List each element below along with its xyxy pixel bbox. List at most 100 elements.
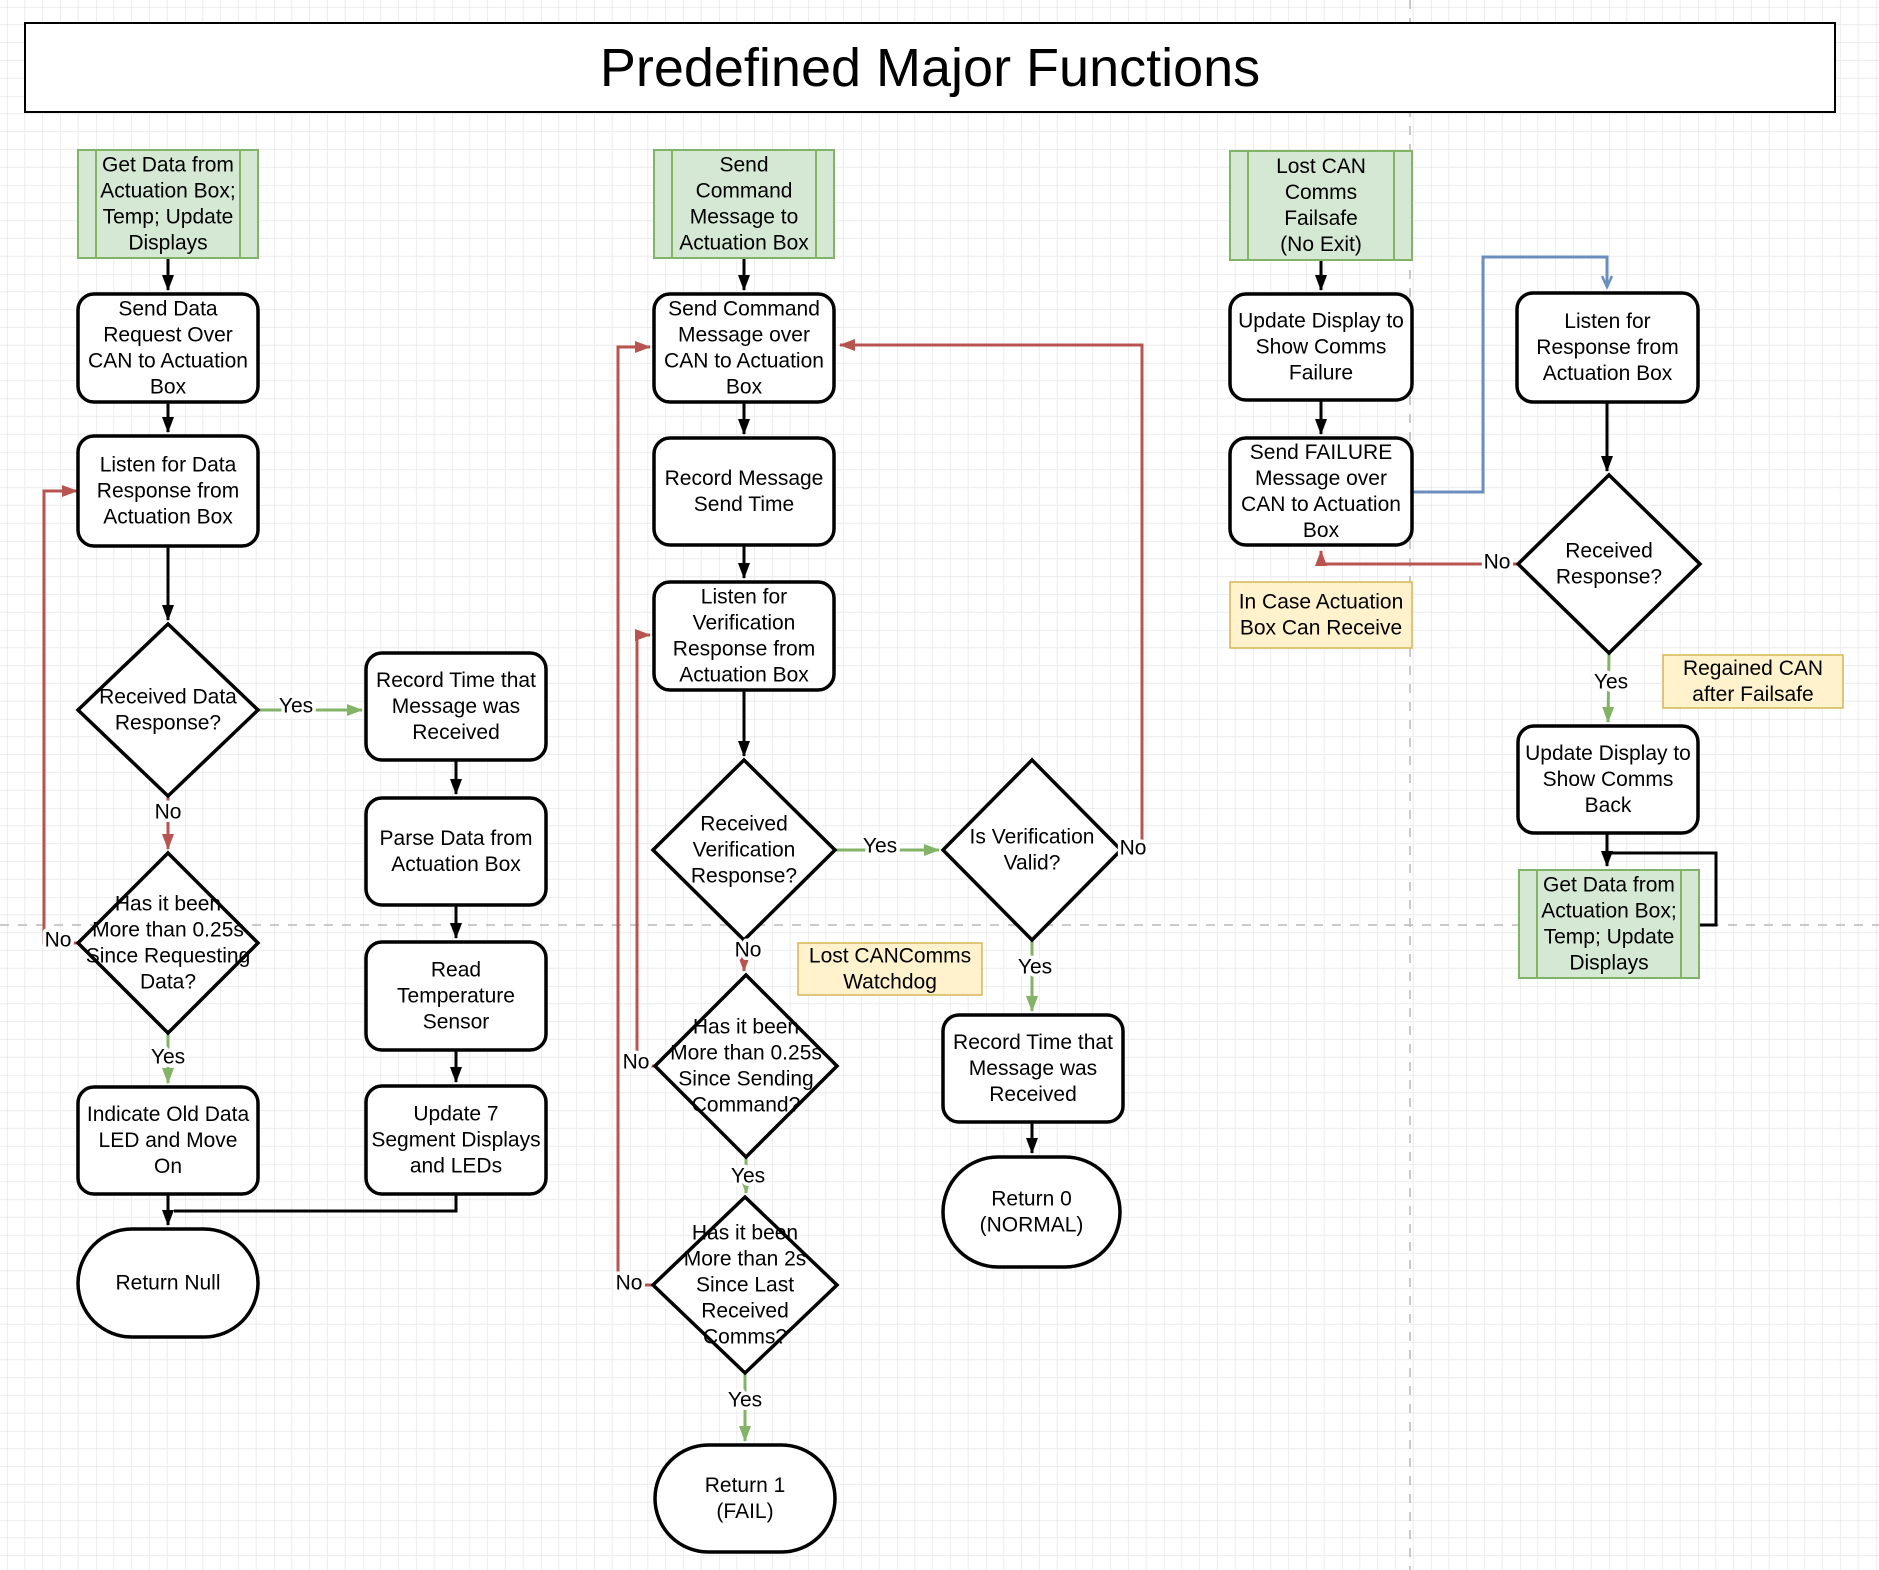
get-data-subroutine-2-shape: [1518, 869, 1700, 979]
diagram-title: Predefined Major Functions: [599, 37, 1261, 98]
is-verification-valid-decision-shape: [940, 757, 1124, 943]
send-data-request-process-shape: [76, 292, 260, 404]
record-time-received-2-process-shape: [941, 1013, 1125, 1124]
e-sendfailure-to-listenresp-line: [1412, 255, 1607, 494]
lost-cancomms-watchdog-note-shape: [797, 942, 983, 996]
e-025s-requesting-no-loop-line: [42, 485, 78, 945]
e-verifvalid-no-loop-label: No: [1120, 837, 1147, 860]
e-receivedverif-yes-label: Yes: [863, 835, 897, 858]
e-receivedverif-no-label: No: [735, 939, 762, 962]
e-receivedresp-yes-line: [1602, 652, 1615, 723]
send-failure-message-process-shape: [1228, 436, 1414, 547]
e-verifvalid-no-loop: [839, 339, 1144, 852]
record-time-received-process-shape: [364, 651, 548, 762]
e-verifvalid-no-loop-line: [839, 339, 1144, 852]
listen-response-process-shape: [1515, 291, 1700, 404]
more-than-2s-decision-shape: [650, 1194, 840, 1376]
lost-can-failsafe-subroutine-shape: [1229, 150, 1413, 261]
e-025s-sending-no-loop-label: No: [623, 1051, 650, 1074]
e-receivedresp-no-label: No: [1484, 551, 1511, 574]
record-send-time-process-shape: [652, 436, 836, 547]
e-update7seg-merge: [174, 1194, 458, 1213]
indicate-old-data-process-shape: [76, 1085, 260, 1196]
e-025s-sending-no-loop-line: [635, 629, 655, 1068]
return-1-fail-terminator-label: Return 1(FAIL): [705, 1474, 786, 1523]
e-2s-no-loop-line: [616, 341, 653, 1287]
more-than-025s-sending-decision-shape: [652, 972, 840, 1160]
update-display-back-process-shape: [1516, 724, 1700, 835]
e-025s-sending-no-loop: [635, 629, 655, 1068]
e-receivedresp-yes: [1602, 652, 1615, 723]
e-025s-sending-yes-label: Yes: [731, 1165, 765, 1188]
e-receiveddata-yes-label: Yes: [279, 695, 313, 718]
diagram-title-box: Predefined Major Functions: [24, 22, 1836, 113]
e-receivedresp-no-line: [1315, 550, 1518, 566]
listen-data-response-process-shape: [76, 434, 260, 548]
return-0-normal-terminator-shape: [941, 1155, 1122, 1269]
e-2s-no-loop-label: No: [616, 1272, 643, 1295]
regained-can-note-shape: [1662, 654, 1844, 709]
e-025s-requesting-no-loop-label: No: [45, 929, 72, 952]
e-receivedresp-no: [1315, 550, 1518, 566]
get-data-subroutine-shape: [77, 149, 259, 259]
return-null-terminator-label: Return Null: [115, 1272, 220, 1295]
e-025s-requesting-no-loop: [42, 485, 78, 945]
e-update7seg-merge-line: [174, 1194, 458, 1213]
read-temperature-process-shape: [364, 940, 548, 1052]
e-receiveddata-no-label: No: [155, 801, 182, 824]
parse-data-process-shape: [364, 796, 548, 907]
received-verification-decision-shape: [650, 757, 838, 943]
return-null-terminator-shape: [76, 1227, 260, 1339]
e-025s-requesting-yes-label: Yes: [151, 1046, 185, 1069]
e-2s-no-loop: [616, 341, 653, 1287]
listen-verification-process-shape: [652, 580, 836, 692]
e-2s-yes-label: Yes: [728, 1389, 762, 1412]
return-1-fail-terminator: Return 1(FAIL): [653, 1443, 837, 1554]
e-getdata2-loop-line: [1607, 851, 1718, 927]
